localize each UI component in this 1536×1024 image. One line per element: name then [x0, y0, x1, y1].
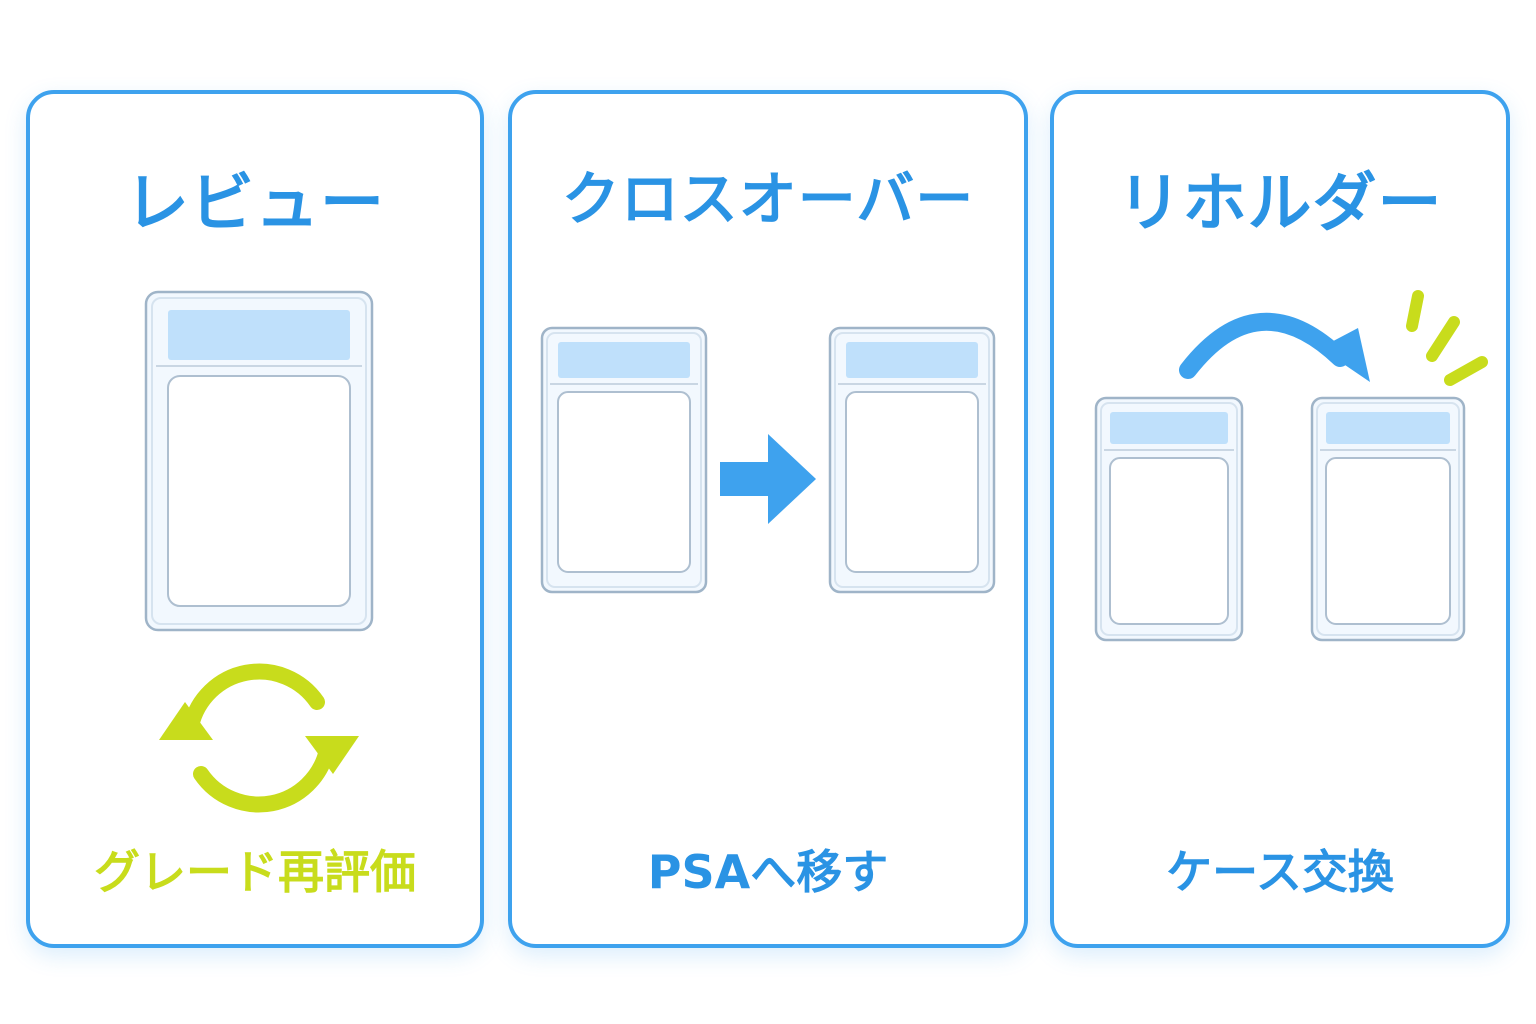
review-title: レビュー — [125, 167, 385, 241]
reholder-caption: ケース交換 — [1166, 845, 1394, 899]
crossover-title: クロスオーバー — [561, 165, 975, 233]
review-caption: グレード再評価 — [94, 845, 416, 899]
reholder-panel: リホルダー ケース交換 — [1050, 90, 1510, 948]
review-illustration — [144, 290, 374, 813]
crossover-panel: クロスオーバー PSAへ移す — [508, 90, 1028, 948]
right-arrow-icon — [720, 434, 816, 524]
refresh-cycle-icon — [159, 663, 359, 813]
reholder-illustration — [1094, 290, 1488, 642]
crossover-illustration — [540, 326, 996, 594]
graded-slab-icon — [828, 326, 996, 594]
sparkle-icon — [1406, 290, 1488, 386]
curved-arrow-icon — [1179, 312, 1370, 382]
graded-slab-icon — [540, 326, 708, 594]
graded-slab-icon — [144, 290, 374, 632]
graded-slab-icon — [1094, 396, 1244, 642]
review-panel: レビュー グレード再評価 — [26, 90, 484, 948]
crossover-caption: PSAへ移す — [647, 845, 889, 899]
graded-slab-icon — [1310, 396, 1466, 642]
reholder-title: リホルダー — [1117, 167, 1443, 241]
